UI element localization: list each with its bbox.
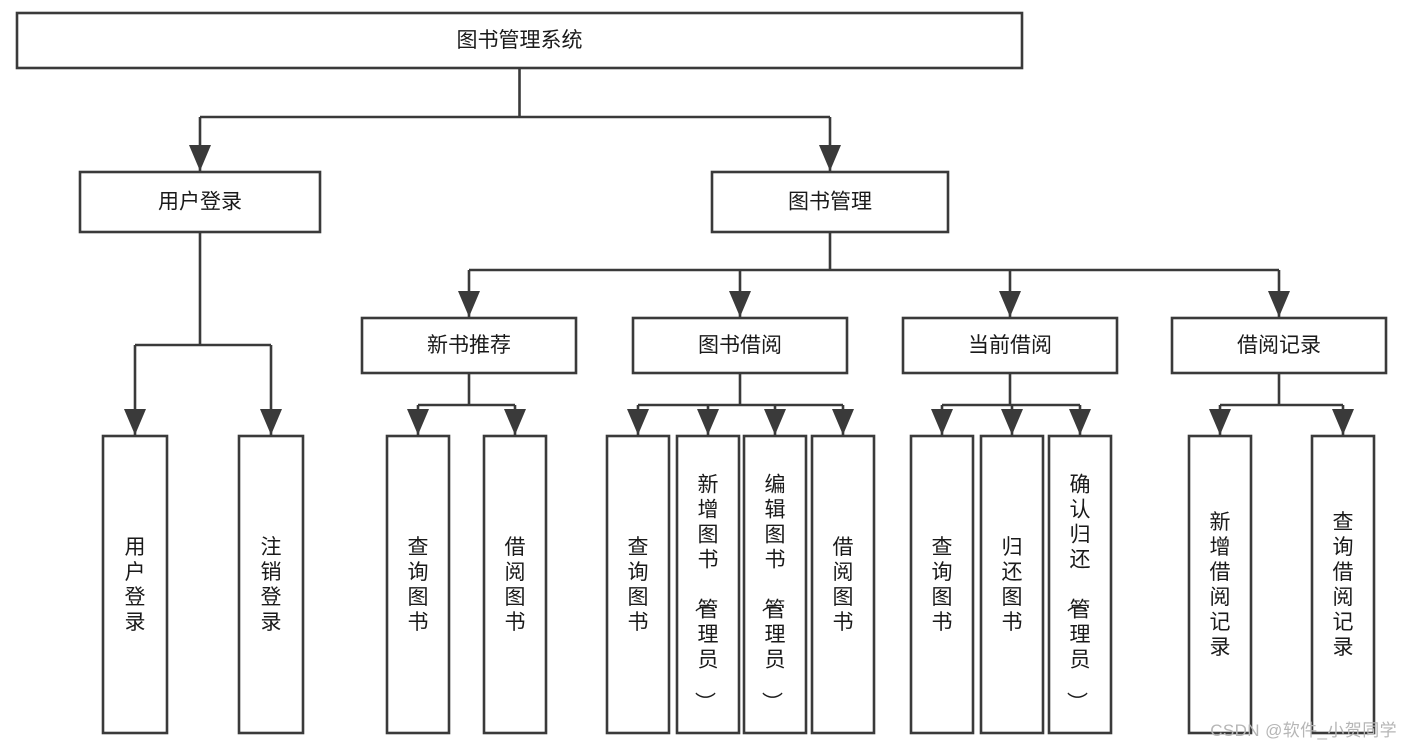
node-leaf-user-1-注销登录-label: 注销登录 (261, 536, 282, 634)
node-l2-借阅记录[interactable]: 借阅记录 (1170, 316, 1388, 375)
node-leaf-g1-0-查询图书-label: 查询图书 (628, 536, 649, 634)
node-l2-当前借阅[interactable]: 当前借阅 (901, 316, 1119, 375)
node-l1-用户登录[interactable]: 用户登录 (78, 170, 322, 234)
node-leaf-g2-0-查询图书[interactable]: 查询图书 (909, 434, 975, 735)
group0-fanout-arrow-1 (504, 409, 526, 435)
node-l2-新书推荐-box[interactable] (360, 316, 578, 375)
node-leaf-g3-0-新增借阅记录-box[interactable] (1187, 434, 1253, 735)
node-leaf-g1-3-借阅图书-box[interactable] (810, 434, 876, 735)
group0-fanout-arrow-0 (407, 409, 429, 435)
node-leaf-g0-0-查询图书-label: 查询图书 (408, 536, 429, 634)
node-l1-图书管理-label: 图书管理 (788, 191, 872, 214)
node-leaf-g3-1-查询借阅记录-label: 查询借阅记录 (1333, 511, 1354, 659)
node-leaf-g1-0-查询图书[interactable]: 查询图书 (605, 434, 671, 735)
node-leaf-g1-1-新增图书管理员[interactable]: 新增图书（管理员） (675, 434, 741, 735)
connectors-layer (124, 68, 1354, 435)
user-fanout-arrow-0 (124, 409, 146, 435)
node-l1-图书管理-box[interactable] (710, 170, 950, 234)
group1-fanout-arrow-2 (764, 409, 786, 435)
node-root-图书管理系统-box[interactable] (15, 11, 1024, 70)
node-leaf-g3-0-新增借阅记录-label: 新增借阅记录 (1210, 511, 1231, 659)
node-leaf-g3-0-新增借阅记录[interactable]: 新增借阅记录 (1187, 434, 1253, 735)
mgmt-fanout-arrow-2 (999, 291, 1021, 317)
node-leaf-g3-1-查询借阅记录-box[interactable] (1310, 434, 1376, 735)
node-leaf-g3-1-查询借阅记录[interactable]: 查询借阅记录 (1310, 434, 1376, 735)
node-leaf-user-0-用户登录[interactable]: 用户登录 (101, 434, 169, 735)
watermark-label: CSDN @软件_小贺同学 (1210, 721, 1397, 740)
node-leaf-g1-2-编辑图书管理员[interactable]: 编辑图书（管理员） (742, 434, 808, 735)
node-leaf-g0-1-借阅图书[interactable]: 借阅图书 (482, 434, 548, 735)
node-leaf-g1-1-新增图书管理员-box[interactable] (675, 434, 741, 735)
node-leaf-g2-2-确认归还管理员[interactable]: 确认归还（管理员） (1047, 434, 1113, 735)
node-leaf-g2-1-归还图书-label: 归还图书 (1002, 536, 1023, 634)
node-l2-新书推荐-label: 新书推荐 (427, 334, 511, 357)
node-l2-借阅记录-box[interactable] (1170, 316, 1388, 375)
node-root-图书管理系统[interactable]: 图书管理系统 (15, 11, 1024, 70)
node-leaf-user-1-注销登录-box[interactable] (237, 434, 305, 735)
nodes-layer: 图书管理系统用户登录图书管理用户登录注销登录新书推荐查询图书借阅图书图书借阅查询… (15, 11, 1388, 735)
group1-fanout-arrow-0 (627, 409, 649, 435)
mgmt-fanout-arrow-3 (1268, 291, 1290, 317)
node-leaf-user-0-用户登录-label: 用户登录 (125, 536, 146, 634)
node-l1-用户登录-box[interactable] (78, 170, 322, 234)
node-l2-图书借阅[interactable]: 图书借阅 (631, 316, 849, 375)
node-l1-用户登录-label: 用户登录 (158, 191, 242, 214)
node-l2-图书借阅-label: 图书借阅 (698, 334, 782, 357)
node-leaf-g2-1-归还图书-box[interactable] (979, 434, 1045, 735)
node-l2-当前借阅-label: 当前借阅 (968, 334, 1052, 357)
node-l1-图书管理[interactable]: 图书管理 (710, 170, 950, 234)
node-l2-借阅记录-label: 借阅记录 (1237, 334, 1321, 357)
node-l2-图书借阅-box[interactable] (631, 316, 849, 375)
node-leaf-g2-0-查询图书-label: 查询图书 (932, 536, 953, 634)
node-l2-新书推荐[interactable]: 新书推荐 (360, 316, 578, 375)
node-leaf-g0-0-查询图书[interactable]: 查询图书 (385, 434, 451, 735)
node-leaf-g1-0-查询图书-box[interactable] (605, 434, 671, 735)
node-l2-当前借阅-box[interactable] (901, 316, 1119, 375)
group1-fanout-arrow-3 (832, 409, 854, 435)
node-leaf-g2-2-确认归还管理员-box[interactable] (1047, 434, 1113, 735)
node-leaf-g1-2-编辑图书管理员-label: 编辑图书（管理员） (760, 474, 786, 713)
user-fanout-arrow-1 (260, 409, 282, 435)
node-leaf-g2-0-查询图书-box[interactable] (909, 434, 975, 735)
node-leaf-g0-1-借阅图书-box[interactable] (482, 434, 548, 735)
node-leaf-g1-3-借阅图书[interactable]: 借阅图书 (810, 434, 876, 735)
group1-fanout-arrow-1 (697, 409, 719, 435)
node-root-图书管理系统-label: 图书管理系统 (457, 29, 583, 52)
root-fanout-arrow-1 (819, 145, 841, 171)
mgmt-fanout-arrow-1 (729, 291, 751, 317)
node-leaf-g1-3-借阅图书-label: 借阅图书 (833, 536, 854, 634)
group2-fanout-arrow-0 (931, 409, 953, 435)
root-fanout-arrow-0 (189, 145, 211, 171)
node-leaf-user-0-用户登录-box[interactable] (101, 434, 169, 735)
node-leaf-g0-0-查询图书-box[interactable] (385, 434, 451, 735)
group3-fanout-arrow-1 (1332, 409, 1354, 435)
group2-fanout-arrow-2 (1069, 409, 1091, 435)
node-leaf-g0-1-借阅图书-label: 借阅图书 (505, 536, 526, 634)
node-leaf-g2-1-归还图书[interactable]: 归还图书 (979, 434, 1045, 735)
node-leaf-g2-2-确认归还管理员-label: 确认归还（管理员） (1065, 474, 1091, 713)
node-leaf-g1-2-编辑图书管理员-box[interactable] (742, 434, 808, 735)
group3-fanout-arrow-0 (1209, 409, 1231, 435)
node-leaf-user-1-注销登录[interactable]: 注销登录 (237, 434, 305, 735)
node-leaf-g1-1-新增图书管理员-label: 新增图书（管理员） (693, 474, 719, 713)
group2-fanout-arrow-1 (1001, 409, 1023, 435)
mgmt-fanout-arrow-0 (458, 291, 480, 317)
